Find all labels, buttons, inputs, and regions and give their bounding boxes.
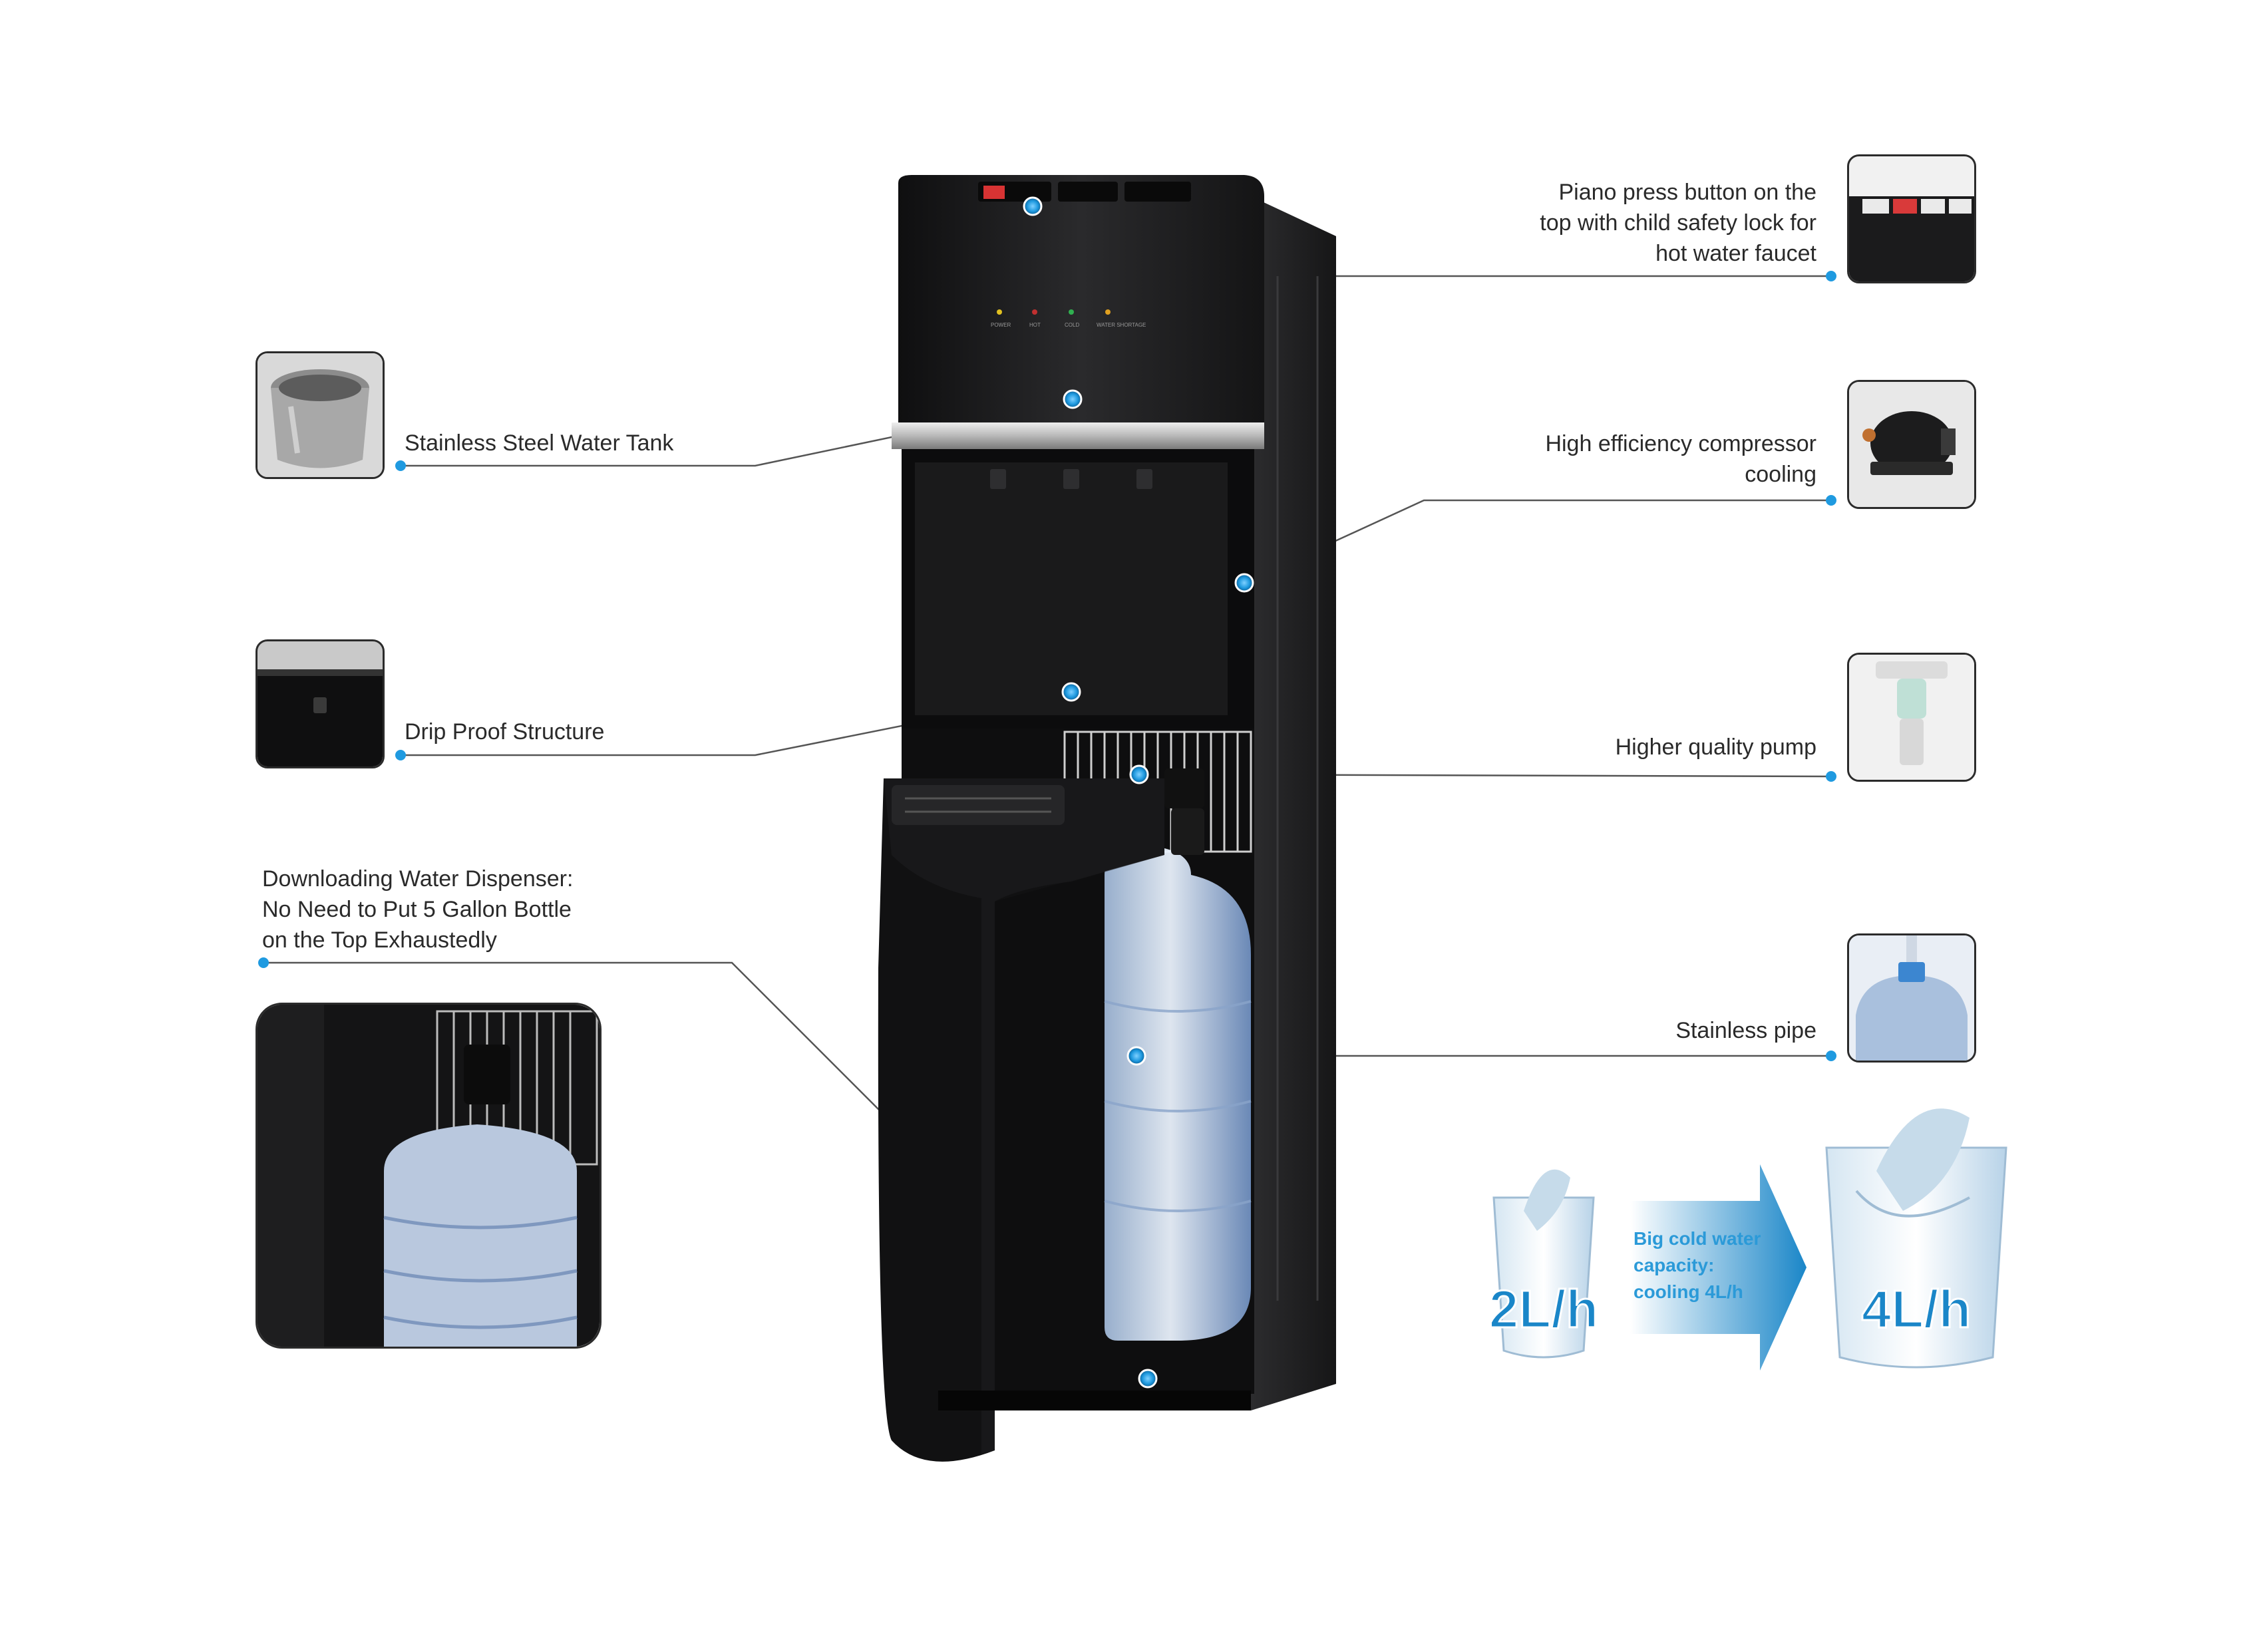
label-drip-proof: Drip Proof Structure	[405, 719, 605, 744]
capacity-after: 4L/h	[1862, 1279, 1971, 1339]
compressor-image	[1849, 382, 1974, 507]
capacity-before: 2L/h	[1489, 1279, 1598, 1339]
thumb-bottle-cabinet	[256, 1003, 602, 1349]
thumb-steel-tank	[256, 351, 385, 479]
drip-proof-image	[258, 641, 383, 766]
label-pump: Higher quality pump	[1615, 735, 1816, 760]
stainless-pipe-image	[1849, 935, 1974, 1061]
panel-label-power: POWER	[991, 322, 1011, 328]
label-compressor: High efficiency compressor cooling	[1545, 431, 1816, 487]
panel-label-cold: COLD	[1065, 322, 1079, 328]
thumb-pump	[1847, 653, 1976, 782]
thumb-piano-button	[1847, 154, 1976, 283]
thumb-compressor	[1847, 380, 1976, 509]
piano-button-image	[1849, 156, 1974, 281]
water-dispenser-image: POWER HOT COLD WATER SHORTAGE	[878, 175, 1336, 1462]
pump-image	[1849, 655, 1974, 780]
label-downloading: Downloading Water Dispenser: No Need to …	[262, 866, 574, 953]
steel-tank-image	[258, 353, 383, 477]
capacity-graphic: 2L/h 4L/h	[1488, 1108, 2007, 1371]
panel-label-hot: HOT	[1029, 322, 1041, 328]
panel-label-water-shortage: WATER SHORTAGE	[1097, 322, 1146, 328]
capacity-text: Big cold water capacity: cooling 4L/h	[1634, 1228, 1761, 1302]
bottle-cabinet-image	[258, 1005, 600, 1347]
label-stainless-pipe: Stainless pipe	[1675, 1018, 1816, 1043]
thumb-drip-proof	[256, 639, 385, 768]
label-steel-tank: Stainless Steel Water Tank	[405, 430, 674, 456]
thumb-stainless-pipe	[1847, 933, 1976, 1063]
label-piano-button: Piano press button on the top with child…	[1540, 180, 1816, 266]
